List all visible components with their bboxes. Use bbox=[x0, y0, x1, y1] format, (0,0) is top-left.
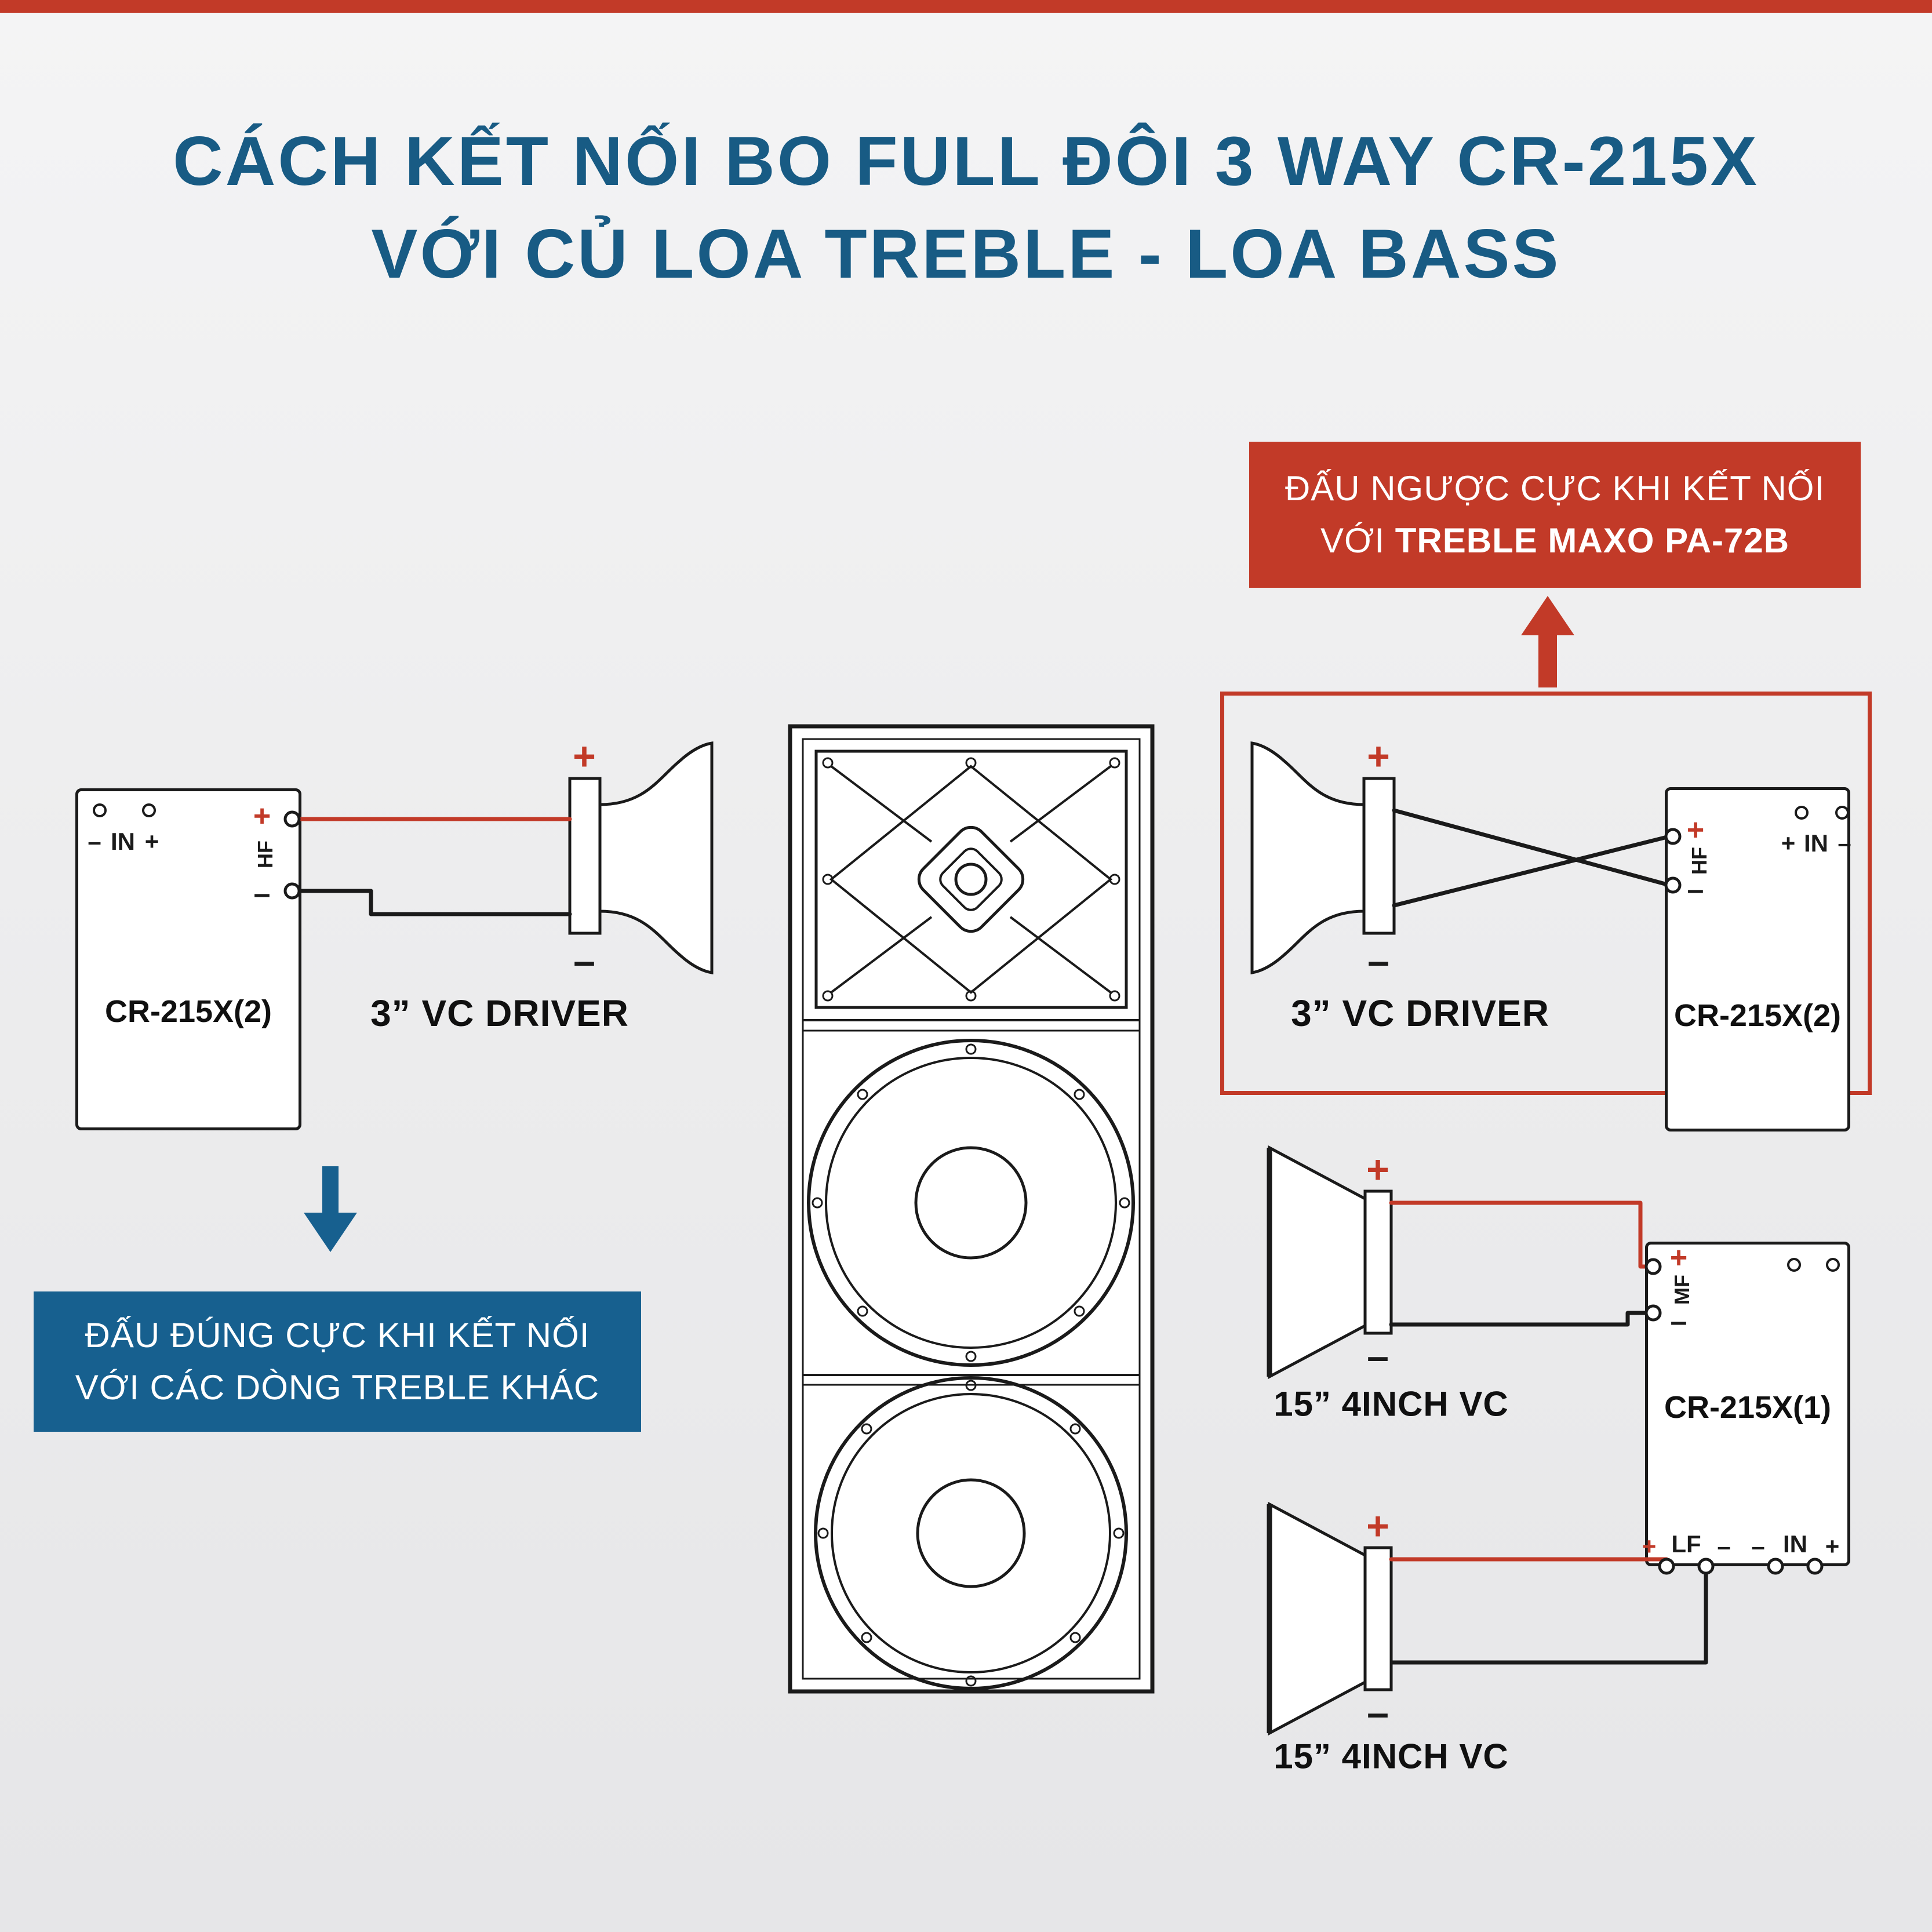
left-horn-plus-sign: + bbox=[573, 734, 596, 778]
cabinet-woofer-bottom-icon bbox=[814, 1376, 1128, 1690]
arrow-up-icon bbox=[1521, 596, 1574, 687]
reverse-note-line2-regular: VỚI bbox=[1320, 521, 1385, 560]
wire-left-hf-negative bbox=[297, 889, 572, 916]
wire-mf-positive bbox=[1389, 1200, 1650, 1269]
wire-lf-positive bbox=[1389, 1557, 1669, 1565]
right-board-hf-plus-sign: + bbox=[1686, 813, 1705, 847]
reverse-note-line2-bold: TREBLE MAXO PA-72B bbox=[1395, 521, 1790, 560]
top-red-bar bbox=[0, 0, 1932, 13]
right-board-in-minus: – bbox=[1838, 829, 1851, 857]
bottom-board-mf-plus-sign: + bbox=[1669, 1241, 1688, 1275]
reverse-hookup-frame bbox=[1220, 692, 1872, 1095]
left-board-name: CR-215X(2) bbox=[104, 994, 272, 1029]
woofer-top-plus-sign: + bbox=[1366, 1148, 1389, 1192]
bottom-board-lf-label: LF bbox=[1671, 1530, 1701, 1558]
left-board-hf-label: HF bbox=[253, 841, 277, 868]
bottom-board-mf-label: MF bbox=[1670, 1275, 1694, 1305]
correct-note-line1: ĐẤU ĐÚNG CỰC KHI KẾT NỐI bbox=[85, 1316, 590, 1355]
left-hf-driver-label: 3” VC DRIVER bbox=[370, 992, 629, 1034]
right-hf-driver-label: 3” VC DRIVER bbox=[1291, 992, 1549, 1034]
correct-polarity-note: ĐẤU ĐÚNG CỰC KHI KẾT NỐI VỚI CÁC DÒNG TR… bbox=[34, 1291, 641, 1432]
woofer-top-minus-sign: – bbox=[1367, 1334, 1389, 1378]
cabinet-horn-icon bbox=[814, 749, 1128, 1009]
crossover-board-bottom bbox=[1645, 1242, 1850, 1566]
bottom-board-name: CR-215X(1) bbox=[1664, 1390, 1832, 1425]
page-title-line2: VỚI CỦ LOA TREBLE - LOA BASS bbox=[371, 215, 1561, 293]
woofer-top-label: 15” 4INCH VC bbox=[1274, 1384, 1509, 1424]
crossover-board-left bbox=[75, 788, 301, 1130]
left-horn-minus-sign: – bbox=[573, 939, 595, 983]
left-board-in-minus: – bbox=[88, 828, 101, 855]
reverse-note-line2: VỚI TREBLE MAXO PA-72B bbox=[1320, 515, 1789, 567]
bottom-board-in-label: IN bbox=[1783, 1530, 1807, 1558]
bottom-board-lf-minus: – bbox=[1717, 1533, 1731, 1560]
right-board-name: CR-215X(2) bbox=[1673, 998, 1842, 1033]
right-board-in-plus: + bbox=[1781, 829, 1796, 857]
correct-note-line2: VỚI CÁC DÒNG TREBLE KHÁC bbox=[75, 1368, 600, 1407]
left-board-hf-minus-sign: – bbox=[253, 877, 271, 911]
left-board-in-plus: + bbox=[144, 828, 159, 855]
reverse-polarity-note: ĐẤU NGƯỢC CỰC KHI KẾT NỐI VỚI TREBLE MAX… bbox=[1249, 442, 1861, 588]
bottom-board-in-plus: + bbox=[1825, 1533, 1840, 1560]
woofer-bottom-minus-sign: – bbox=[1367, 1691, 1389, 1735]
crossover-board-right bbox=[1665, 787, 1850, 1131]
left-board-hf-plus-sign: + bbox=[253, 799, 271, 833]
wire-lf-negative bbox=[1390, 1570, 1708, 1665]
right-board-hf-minus-sign: – bbox=[1687, 873, 1704, 907]
speaker-cabinet-drawing bbox=[788, 724, 1155, 1694]
right-board-hf-label: HF bbox=[1687, 847, 1711, 875]
bottom-board-lf-plus: + bbox=[1642, 1533, 1657, 1560]
cabinet-woofer-top-icon bbox=[807, 1039, 1135, 1367]
arrow-down-icon bbox=[304, 1166, 357, 1252]
right-board-in-label: IN bbox=[1804, 829, 1828, 857]
woofer-bottom-plus-sign: + bbox=[1366, 1504, 1389, 1548]
right-horn-plus-sign: + bbox=[1367, 734, 1390, 778]
bottom-board-in-minus: – bbox=[1751, 1533, 1765, 1560]
wire-mf-negative bbox=[1389, 1311, 1650, 1327]
reverse-note-line1: ĐẤU NGƯỢC CỰC KHI KẾT NỐI bbox=[1285, 469, 1825, 508]
page-title-line1: CÁCH KẾT NỐI BO FULL ĐÔI 3 WAY CR-215X bbox=[173, 122, 1759, 200]
right-horn-minus-sign: – bbox=[1367, 939, 1389, 983]
bottom-board-mf-minus-sign: – bbox=[1670, 1305, 1687, 1338]
left-board-in-label: IN bbox=[111, 828, 135, 855]
page-title: CÁCH KẾT NỐI BO FULL ĐÔI 3 WAY CR-215X V… bbox=[0, 115, 1932, 300]
woofer-bottom-label: 15” 4INCH VC bbox=[1274, 1737, 1509, 1776]
